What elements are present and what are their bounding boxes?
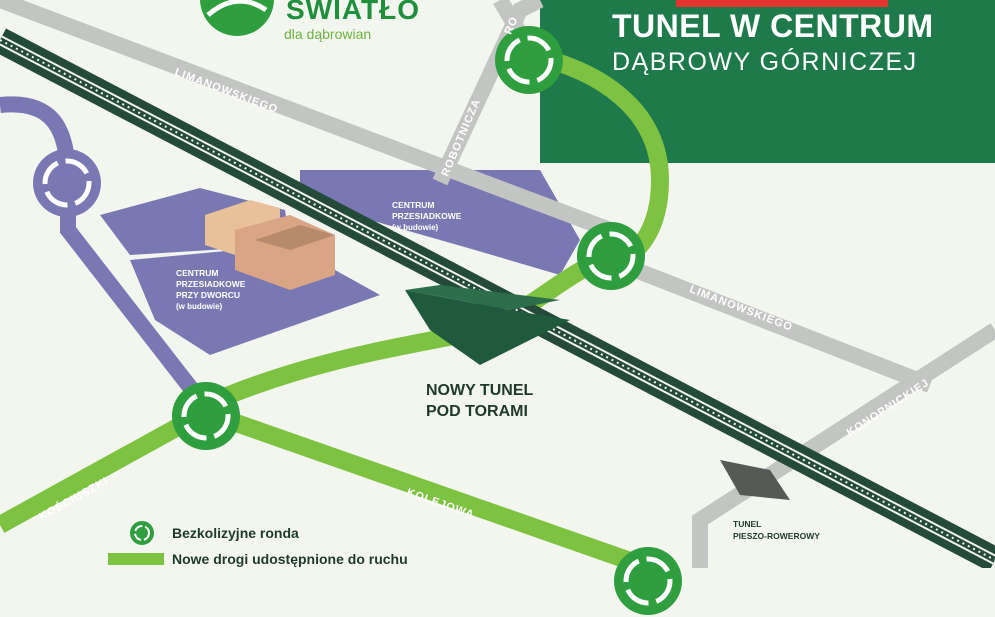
new-tunnel-shape xyxy=(405,285,570,365)
road-green-kosciuszki xyxy=(0,404,210,533)
logo-tagline: dla dąbrowian xyxy=(284,26,372,42)
road-robotnicza xyxy=(432,0,544,186)
page-title: TUNEL W CENTRUM xyxy=(612,8,934,44)
road-legend-icon xyxy=(108,553,164,565)
roundabout-west xyxy=(172,382,240,450)
zone-label-north: CENTRUM PRZESIADKOWE (w budowie) xyxy=(392,200,462,232)
roundabout-purple xyxy=(33,149,101,217)
roundabout-legend-icon xyxy=(130,521,154,545)
legend-roundabout: Bezkolizyjne ronda xyxy=(122,520,299,546)
new-tunnel-label: NOWY TUNEL POD TORAMI xyxy=(426,382,534,420)
title-accent-bar xyxy=(676,0,888,7)
roundabout-east xyxy=(577,222,645,290)
road-konopnickiej xyxy=(692,323,995,568)
road-limanowskiego-lower xyxy=(607,252,933,393)
roundabout-north xyxy=(495,26,563,94)
road-limanowskiego-upper xyxy=(0,0,613,238)
zone-label-station: CENTRUM PRZESIADKOWE PRZY DWORCU (w budo… xyxy=(176,268,246,311)
legend-new-roads-label: Nowe drogi udostępnione do ruchu xyxy=(172,551,408,567)
ped-tunnel-shape xyxy=(720,460,790,500)
page-subtitle: DĄBROWY GÓRNICZEJ xyxy=(612,48,918,76)
station-buildings xyxy=(205,200,335,290)
legend-roundabout-label: Bezkolizyjne ronda xyxy=(172,525,299,541)
road-green-kolejowa xyxy=(202,403,653,568)
ped-tunnel-label: TUNEL PIESZO-ROWEROWY xyxy=(733,519,820,541)
green-circle-logo-icon xyxy=(200,0,274,36)
legend-new-roads: Nowe drogi udostępnione do ruchu xyxy=(108,551,408,567)
logo-word: ŚWIATŁO xyxy=(286,0,421,25)
roundabout-south xyxy=(614,547,682,615)
